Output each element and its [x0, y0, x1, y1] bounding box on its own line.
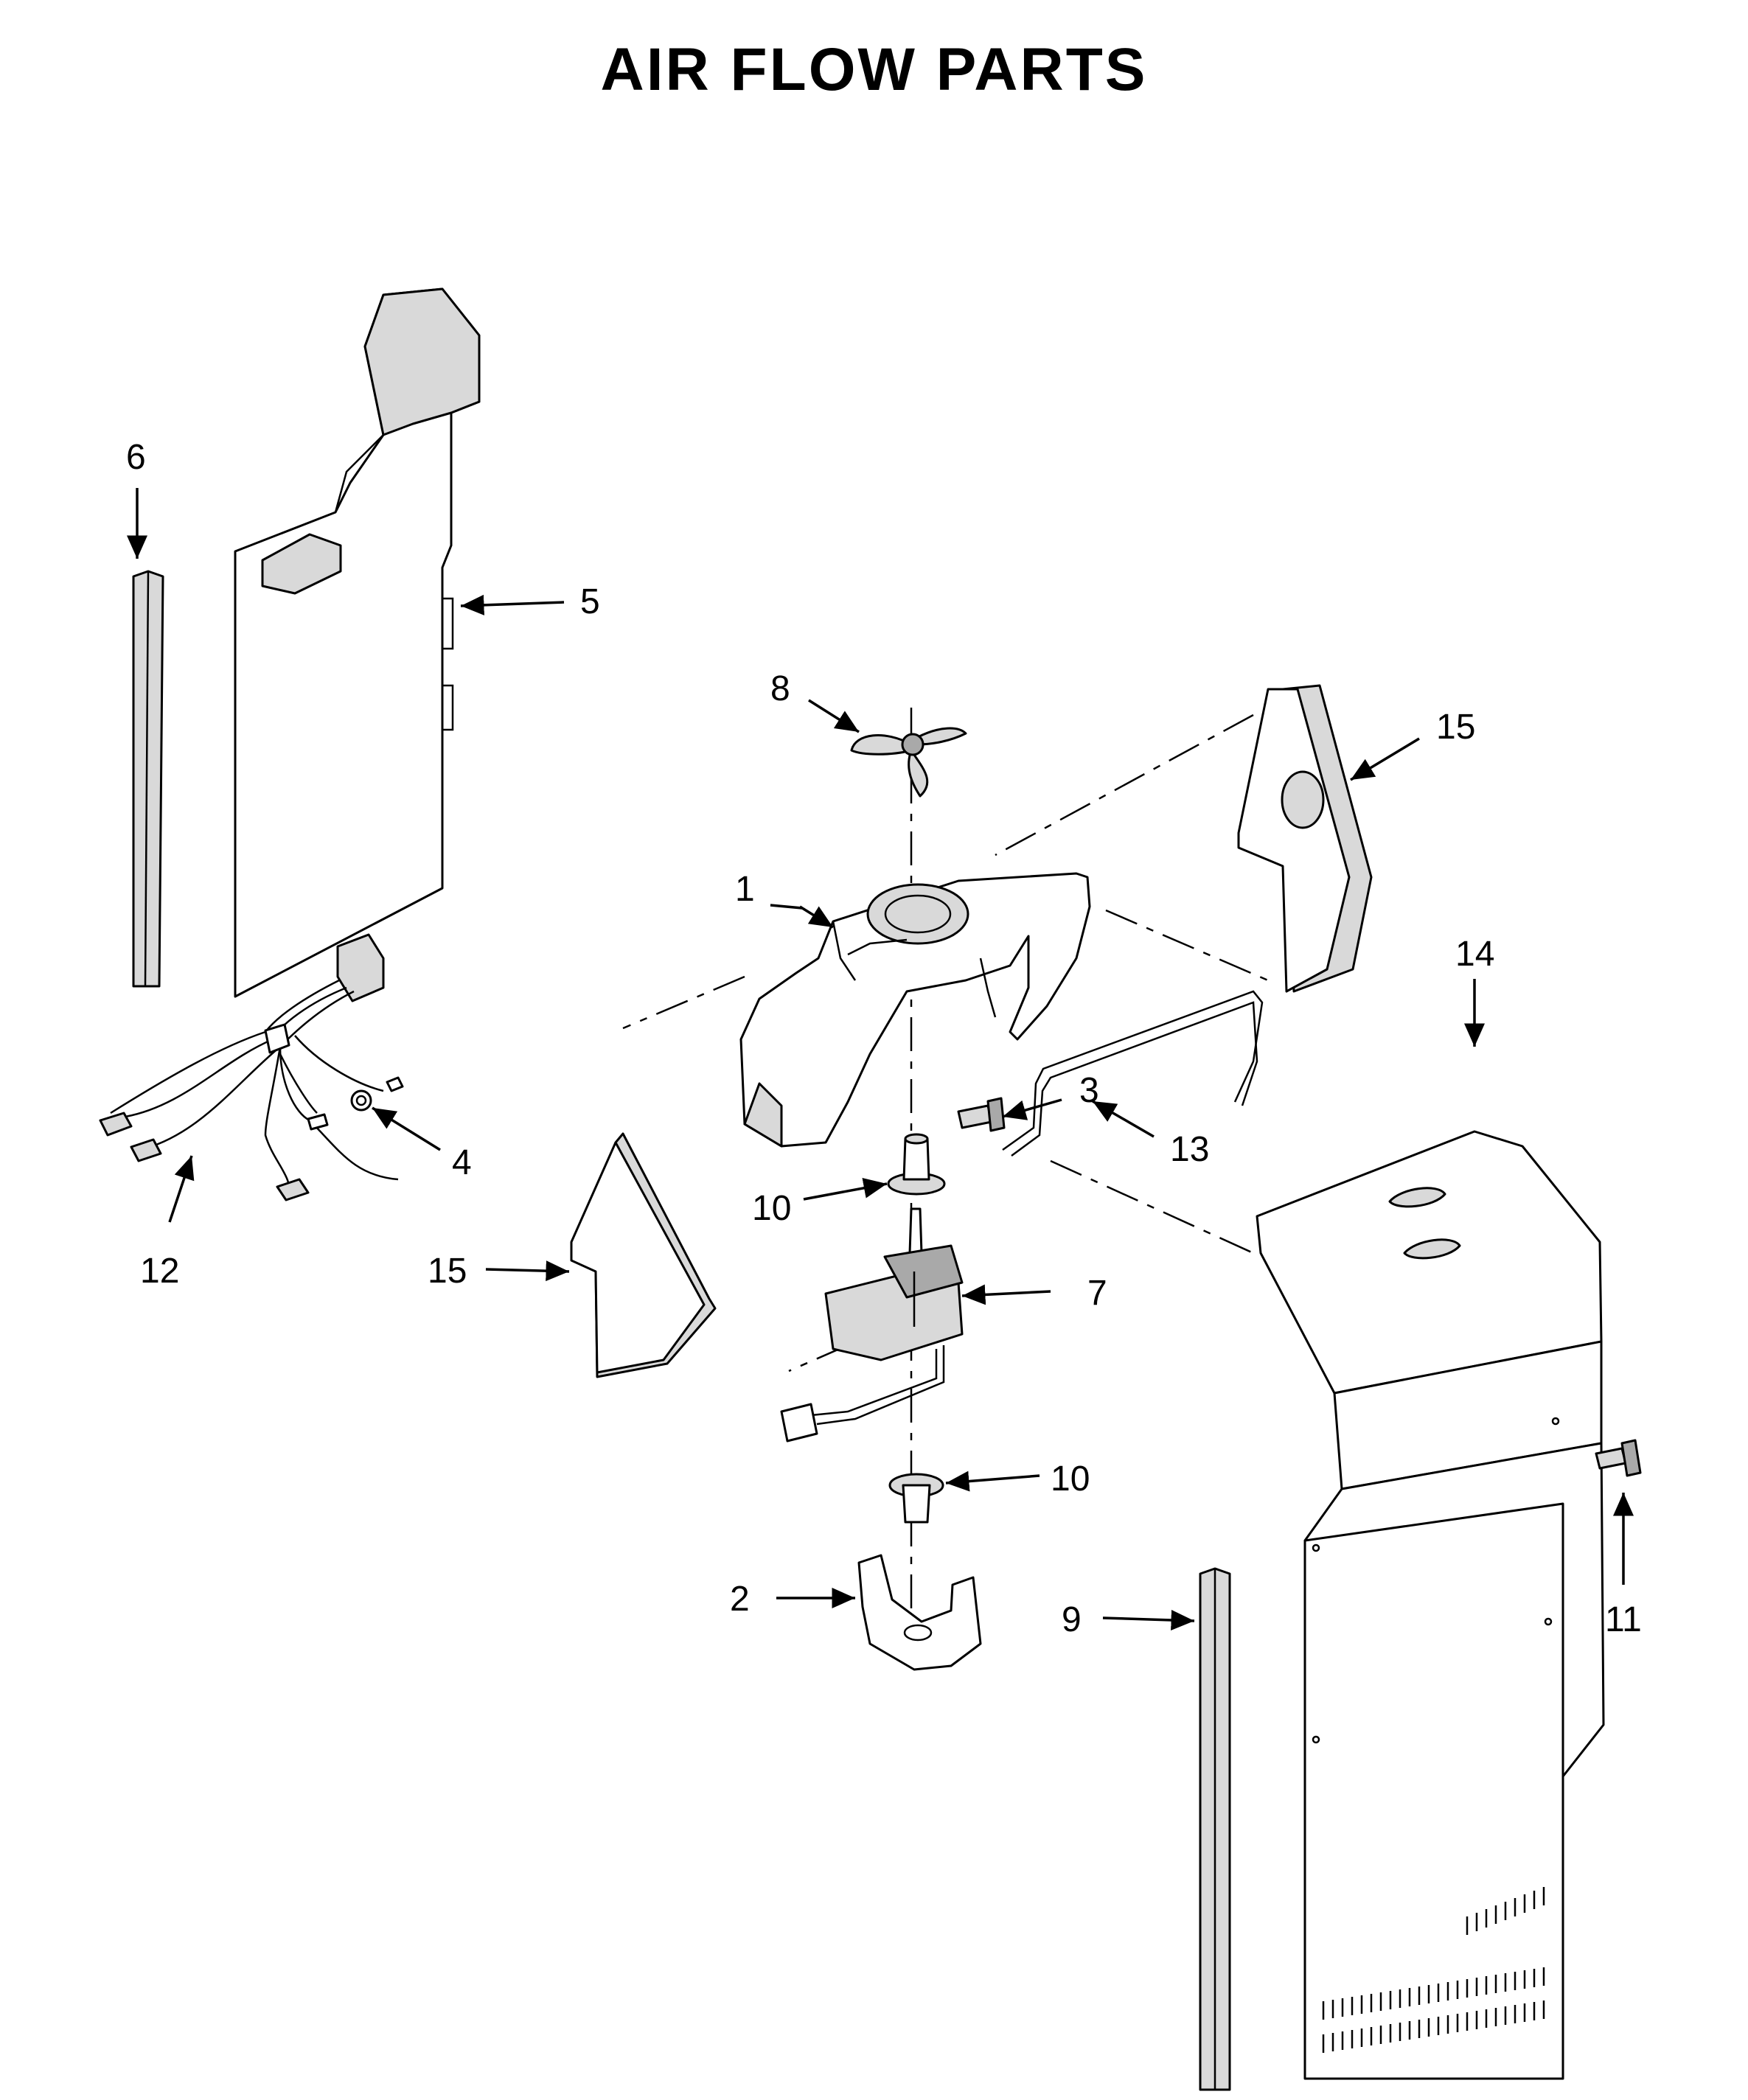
- vent-slots: [1322, 1887, 1545, 2053]
- callout-13: 13: [1170, 1130, 1209, 1169]
- part-5-duct-panel: [234, 287, 481, 998]
- callout-10-lower: 10: [1051, 1459, 1090, 1499]
- callout-11: 11: [1605, 1600, 1642, 1639]
- callout-12: 12: [140, 1252, 179, 1291]
- leader-1: [799, 905, 834, 929]
- callout-4: 4: [452, 1143, 472, 1182]
- leader-7: [961, 1284, 1051, 1305]
- leader-8: [808, 699, 860, 733]
- part-15-right-insulation: [1237, 684, 1373, 993]
- callout-15-left: 15: [428, 1252, 467, 1291]
- leader-4: [372, 1106, 441, 1151]
- leader-10b: [945, 1471, 1040, 1492]
- part-14-rear-cover: [1256, 1130, 1605, 2080]
- leader-15b: [485, 1260, 570, 1282]
- callout-10-upper: 10: [752, 1189, 791, 1228]
- callout-6: 6: [126, 438, 146, 477]
- callout-1: 1: [735, 870, 755, 909]
- part-6-strip: [132, 570, 164, 988]
- callout-5: 5: [580, 582, 600, 621]
- leader-15a: [1350, 737, 1420, 781]
- assembly-guide-lines: [622, 708, 1269, 1655]
- part-11-screw: [1595, 1439, 1642, 1477]
- part-13-wire-bracket: [1002, 990, 1264, 1157]
- callout-labels: 1 2 3 4 5 6 7 8 9 10 10 11 12 13 14 15 1…: [126, 438, 1642, 1639]
- part-10-upper-grommet: [887, 1133, 946, 1196]
- leader-12: [168, 1155, 195, 1223]
- leader-1-tail: [770, 904, 803, 910]
- callout-2: 2: [730, 1580, 750, 1619]
- part-8-fan-blade: [850, 727, 967, 798]
- part-2-motor-bracket: [857, 1554, 982, 1671]
- part-12-wire-harness: [99, 933, 404, 1201]
- part-7-fan-motor: [780, 1207, 964, 1443]
- callout-8: 8: [770, 669, 790, 708]
- leader-3: [1002, 1098, 1062, 1120]
- part-1-fan-shroud: [739, 872, 1091, 1148]
- leader-10a: [803, 1177, 888, 1201]
- callout-9: 9: [1062, 1600, 1082, 1639]
- part-10-lower-grommet: [888, 1473, 944, 1524]
- part-15-left-insulation: [570, 1132, 717, 1378]
- callout-leaders: [127, 488, 1634, 1630]
- callout-15-right: 15: [1436, 708, 1475, 747]
- callout-14: 14: [1455, 935, 1494, 974]
- leader-13: [1092, 1100, 1155, 1138]
- leader-9: [1102, 1609, 1195, 1630]
- callout-3: 3: [1079, 1071, 1099, 1110]
- callout-7: 7: [1087, 1274, 1107, 1313]
- leader-5: [460, 594, 565, 615]
- part-9-strip: [1199, 1567, 1231, 2091]
- part-3-screw: [957, 1097, 1006, 1132]
- page-title: AIR FLOW PARTS: [600, 36, 1148, 103]
